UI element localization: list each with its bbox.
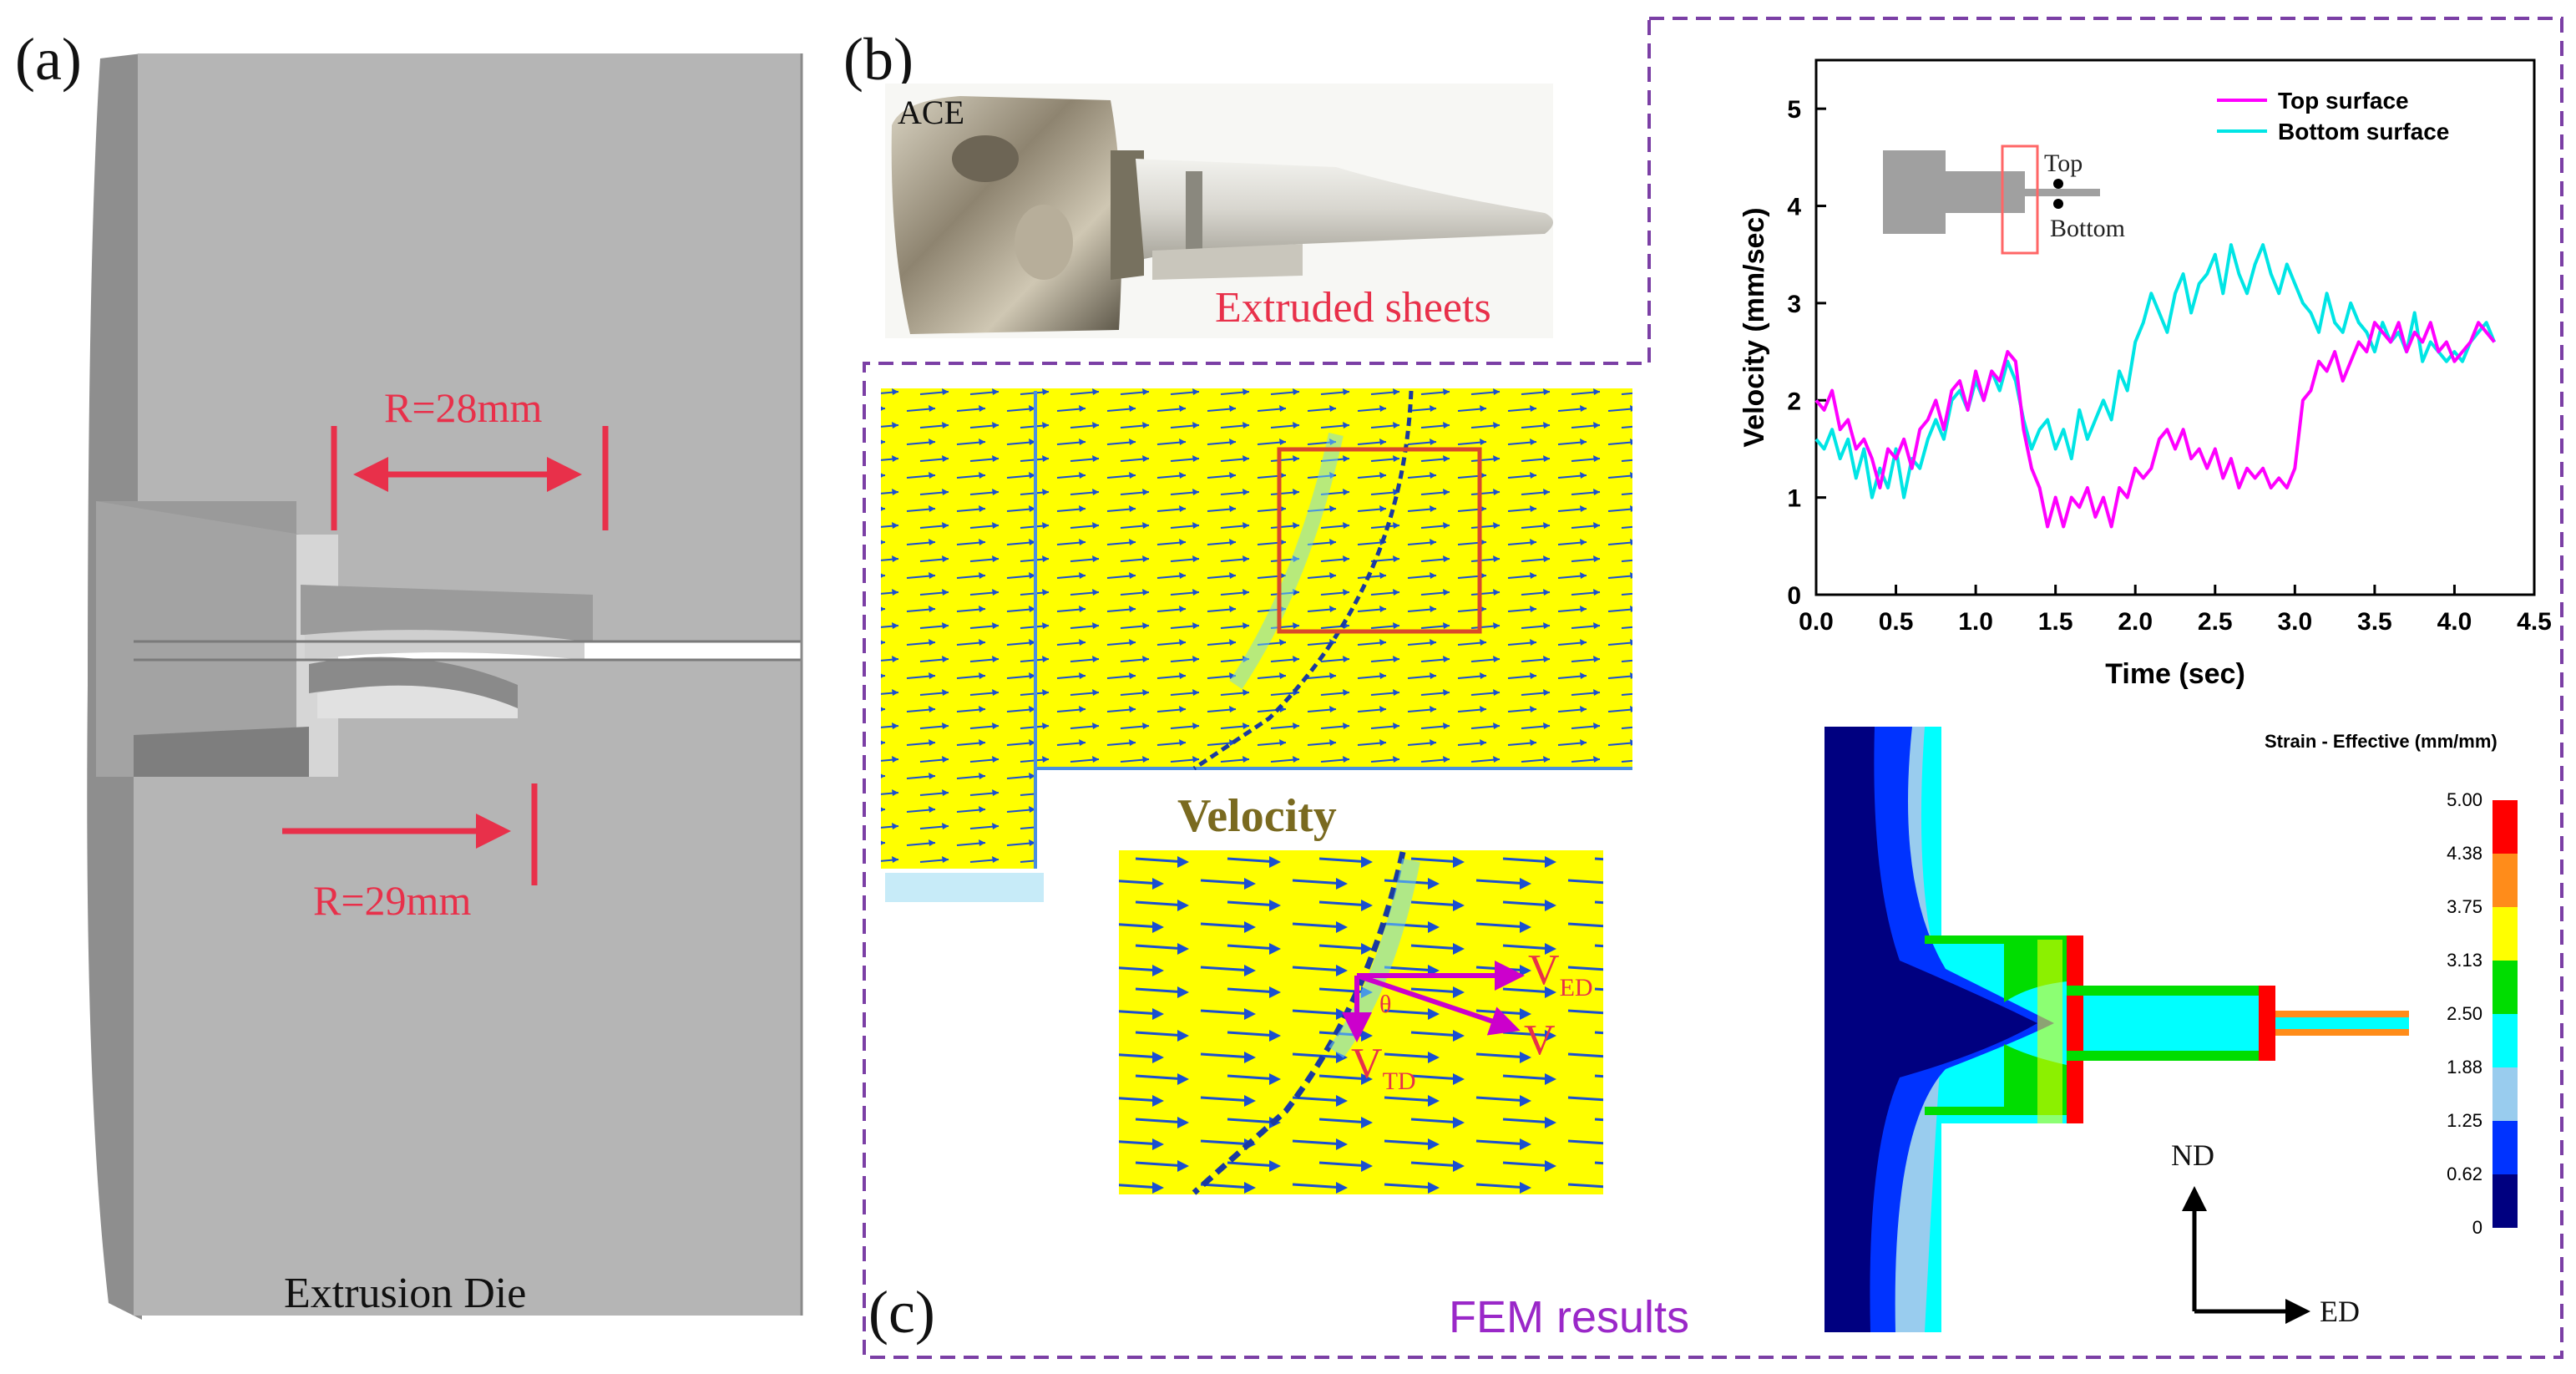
strain-legend-swatch — [2492, 1174, 2518, 1228]
strain-legend-level: 5.00 — [2447, 789, 2482, 810]
axis-nd-label: ND — [2171, 1138, 2214, 1172]
dimension-upper-label: R=28mm — [384, 384, 542, 431]
velocity-label: Velocity — [1177, 790, 1337, 842]
strain-legend-swatch — [2492, 961, 2518, 1014]
strain-legend-level: 3.75 — [2447, 896, 2482, 917]
theta-label: θ — [1379, 991, 1391, 1018]
dimension-lower-label: R=29mm — [313, 877, 471, 924]
velocity-zoom-inset: VED V VTD θ — [1119, 850, 1603, 1195]
y-tick-label: 3 — [1787, 291, 1801, 318]
strain-legend-swatch — [2492, 854, 2518, 907]
strain-legend-swatch — [2492, 800, 2518, 854]
x-tick-label: 4.0 — [2437, 608, 2472, 636]
dimension-lower: R=29mm — [282, 783, 538, 924]
strain-legend-level: 4.38 — [2447, 843, 2482, 864]
x-tick-label: 3.0 — [2277, 608, 2312, 636]
strain-legend-swatch — [2492, 1014, 2518, 1067]
strain-contour — [1824, 727, 2409, 1332]
y-tick-label: 4 — [1787, 194, 1801, 221]
x-tick-label: 0.0 — [1799, 608, 1834, 636]
chart-plot-area — [1814, 58, 2536, 596]
panel-a: (a) R=28mm R=29mm — [15, 26, 803, 1320]
panel-b-label: (b) — [843, 26, 913, 93]
strain-legend-swatch — [2492, 907, 2518, 961]
inset-top-label: Top — [2044, 150, 2083, 177]
panel-b-caption: Extruded sheets — [1215, 284, 1491, 332]
axis-ed-label: ED — [2320, 1295, 2360, 1328]
strain-legend-level: 0.62 — [2447, 1164, 2482, 1184]
chart-ticks: 0.0 0.5 1.0 1.5 2.0 2.5 3.0 3.5 4.0 4.5 0 1 2 3 4 5 — [1787, 96, 2552, 636]
panel-b-stamp: ACE — [898, 94, 964, 131]
x-tick-label: 2.5 — [2198, 608, 2233, 636]
fem-results-border — [863, 17, 2563, 1359]
chart-inset-schematic: Top Bottom — [1883, 144, 2125, 255]
panel-c-label: (c) — [868, 1279, 935, 1346]
chart-ylabel: Velocity (mm/sec) — [1738, 207, 1770, 447]
extrusion-die-drawing — [87, 53, 803, 1320]
y-tick-label: 0 — [1787, 582, 1801, 610]
strain-legend-title: Strain - Effective (mm/mm) — [2265, 731, 2498, 752]
vector-ed-label: VED — [1528, 946, 1593, 1001]
x-tick-label: 3.5 — [2357, 608, 2392, 636]
legend-bottom-surface: Bottom surface — [2278, 119, 2449, 144]
x-tick-label: 1.0 — [1958, 608, 1993, 636]
x-tick-label: 2.0 — [2118, 608, 2153, 636]
y-tick-label: 5 — [1787, 96, 1801, 124]
x-tick-label: 1.5 — [2038, 608, 2073, 636]
velocity-zoom-box — [1277, 447, 1482, 634]
vector-ed-subscript: ED — [1560, 974, 1593, 1001]
strain-legend-swatch — [2492, 1121, 2518, 1174]
panel-c-caption: FEM results — [1449, 1292, 1689, 1342]
y-tick-label: 1 — [1787, 485, 1801, 513]
strain-legend-level: 2.50 — [2447, 1003, 2482, 1024]
legend-top-surface: Top surface — [2278, 88, 2409, 114]
velocity-chart: 0.0 0.5 1.0 1.5 2.0 2.5 3.0 3.5 4.0 4.5 0 1 2 3 4 5 Tim… — [1738, 58, 2552, 690]
strain-legend-level: 0 — [2472, 1217, 2482, 1238]
chart-legend: Top surface Bottom surface — [2217, 88, 2449, 144]
x-tick-label: 4.5 — [2517, 608, 2552, 636]
vector-v-label: V — [1524, 1017, 1556, 1064]
velocity-field — [881, 388, 1632, 902]
panel-a-label: (a) — [15, 26, 82, 93]
inset-bottom-label: Bottom — [2050, 215, 2125, 242]
nd-ed-axes: ND ED — [2171, 1138, 2360, 1328]
panel-b: (b) ACE Extruded sheets — [843, 26, 1553, 338]
vector-td-subscript: TD — [1383, 1067, 1416, 1095]
panel-a-caption: Extrusion Die — [284, 1270, 526, 1317]
vector-td-label: VTD — [1351, 1040, 1416, 1095]
dimension-upper: R=28mm — [331, 384, 609, 530]
bottom-surface-line — [1814, 243, 2497, 499]
x-tick-label: 0.5 — [1879, 608, 1914, 636]
strain-legend-level: 3.13 — [2447, 950, 2482, 971]
strain-legend-level: 1.88 — [2447, 1057, 2482, 1077]
top-surface-line — [1814, 321, 2496, 529]
extruded-sheets-photo — [885, 84, 1553, 338]
strain-legend-swatch — [2492, 1067, 2518, 1121]
strain-legend-level: 1.25 — [2447, 1110, 2482, 1131]
strain-legend: Strain - Effective (mm/mm) 5.00 4.38 3.75 3… — [2265, 731, 2518, 1238]
chart-xlabel: Time (sec) — [2105, 658, 2245, 690]
chart-lines — [1814, 243, 2497, 529]
y-tick-label: 2 — [1787, 388, 1801, 415]
